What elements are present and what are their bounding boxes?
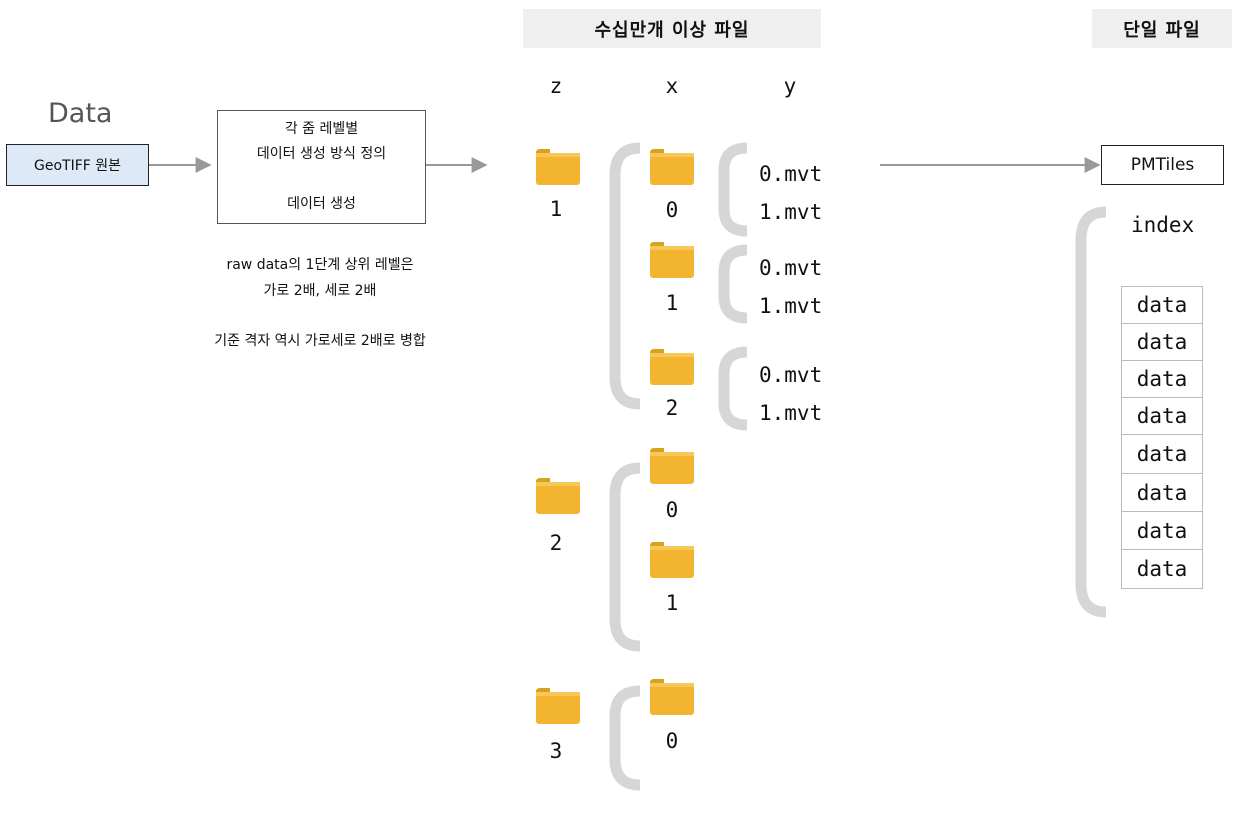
- bracket-z3: [609, 685, 641, 791]
- x-folder-label: 1: [665, 591, 679, 615]
- merge-note: raw data의 1단계 상위 레벨은 가로 2배, 세로 2배 기준 격자 …: [160, 252, 480, 354]
- data-cell: data: [1121, 323, 1203, 361]
- data-cell-stack: data data data data data data data data: [1121, 286, 1203, 589]
- axis-z-label: z: [549, 74, 563, 98]
- process-line-1: 각 줌 레벨별: [284, 121, 359, 137]
- folder-icon: [650, 242, 694, 282]
- mvt-file: 1.mvt: [759, 401, 823, 425]
- bracket-x2: [718, 346, 748, 431]
- bracket-x0: [718, 142, 748, 237]
- multi-files-header: 수십만개 이상 파일: [523, 9, 821, 48]
- single-file-header: 단일 파일: [1092, 9, 1232, 48]
- data-cell: data: [1121, 434, 1203, 474]
- folder-icon: [650, 448, 694, 488]
- bracket-x1: [718, 244, 748, 324]
- data-cell: data: [1121, 397, 1203, 435]
- x-folder-label: 0: [665, 198, 679, 222]
- x-folder-label: 0: [665, 498, 679, 522]
- bracket-z1: [609, 142, 641, 410]
- axis-x-label: x: [665, 74, 679, 98]
- mvt-file: 0.mvt: [759, 363, 823, 387]
- note-line-2: 가로 2배, 세로 2배: [263, 283, 377, 299]
- data-cell: data: [1121, 511, 1203, 550]
- folder-icon: [536, 478, 580, 518]
- folder-icon: [650, 149, 694, 189]
- z-folder-label: 3: [549, 739, 563, 763]
- geotiff-label: GeoTIFF 원본: [33, 158, 122, 174]
- mvt-file: 0.mvt: [759, 162, 823, 186]
- z-folder-label: 1: [549, 197, 563, 221]
- bracket-pmtiles: [1075, 206, 1107, 618]
- note-line-3: 기준 격자 역시 가로세로 2배로 병합: [214, 333, 426, 349]
- folder-icon: [536, 149, 580, 189]
- pmtiles-box: PMTiles: [1101, 145, 1224, 185]
- geotiff-source-box: GeoTIFF 원본: [6, 144, 149, 186]
- x-folder-label: 2: [665, 396, 679, 420]
- folder-icon: [650, 349, 694, 389]
- process-box: 각 줌 레벨별 데이터 생성 방식 정의 데이터 생성: [217, 110, 426, 224]
- x-folder-label: 1: [665, 291, 679, 315]
- folder-icon: [650, 679, 694, 719]
- process-line-2: 데이터 생성 방식 정의: [256, 146, 387, 162]
- data-cell: data: [1121, 549, 1203, 589]
- mvt-file: 1.mvt: [759, 200, 823, 224]
- index-label: index: [1131, 213, 1195, 237]
- axis-y-label: y: [783, 74, 797, 98]
- data-cell: data: [1121, 360, 1203, 398]
- x-folder-label: 0: [665, 729, 679, 753]
- mvt-file: 1.mvt: [759, 294, 823, 318]
- data-title: Data: [48, 98, 113, 129]
- folder-icon: [536, 688, 580, 728]
- process-line-3: 데이터 생성: [287, 196, 356, 212]
- z-folder-label: 2: [549, 531, 563, 555]
- data-cell: data: [1121, 473, 1203, 512]
- note-line-1: raw data의 1단계 상위 레벨은: [226, 257, 414, 273]
- pmtiles-label: PMTiles: [1130, 155, 1195, 175]
- data-cell: data: [1121, 286, 1203, 324]
- folder-icon: [650, 542, 694, 582]
- mvt-file: 0.mvt: [759, 256, 823, 280]
- bracket-z2: [609, 462, 641, 652]
